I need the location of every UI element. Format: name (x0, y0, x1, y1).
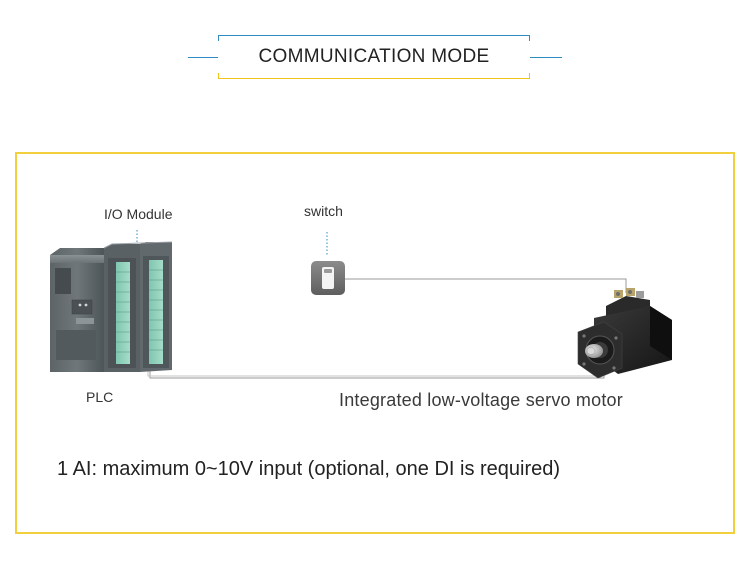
servo-motor-image (577, 288, 672, 379)
input-note: 1 AI: maximum 0~10V input (optional, one… (57, 458, 561, 480)
plc-label: PLC (86, 389, 114, 405)
plc-device (50, 241, 173, 372)
switch-label: switch (304, 203, 343, 219)
page-title: COMMUNICATION MODE (258, 46, 490, 67)
diagram-frame (15, 152, 735, 534)
servo-motor-label: Integrated low-voltage servo motor (339, 390, 623, 410)
title-decor-line-right (530, 57, 562, 58)
io-module-label: I/O Module (104, 206, 173, 222)
wire-plc-to-motor (147, 358, 605, 379)
title-banner: COMMUNICATION MODE (0, 0, 750, 110)
switch-icon (311, 261, 345, 295)
title-box: COMMUNICATION MODE (218, 35, 530, 79)
wire-switch-to-motor (344, 278, 627, 293)
title-decor-line-left (188, 57, 218, 58)
